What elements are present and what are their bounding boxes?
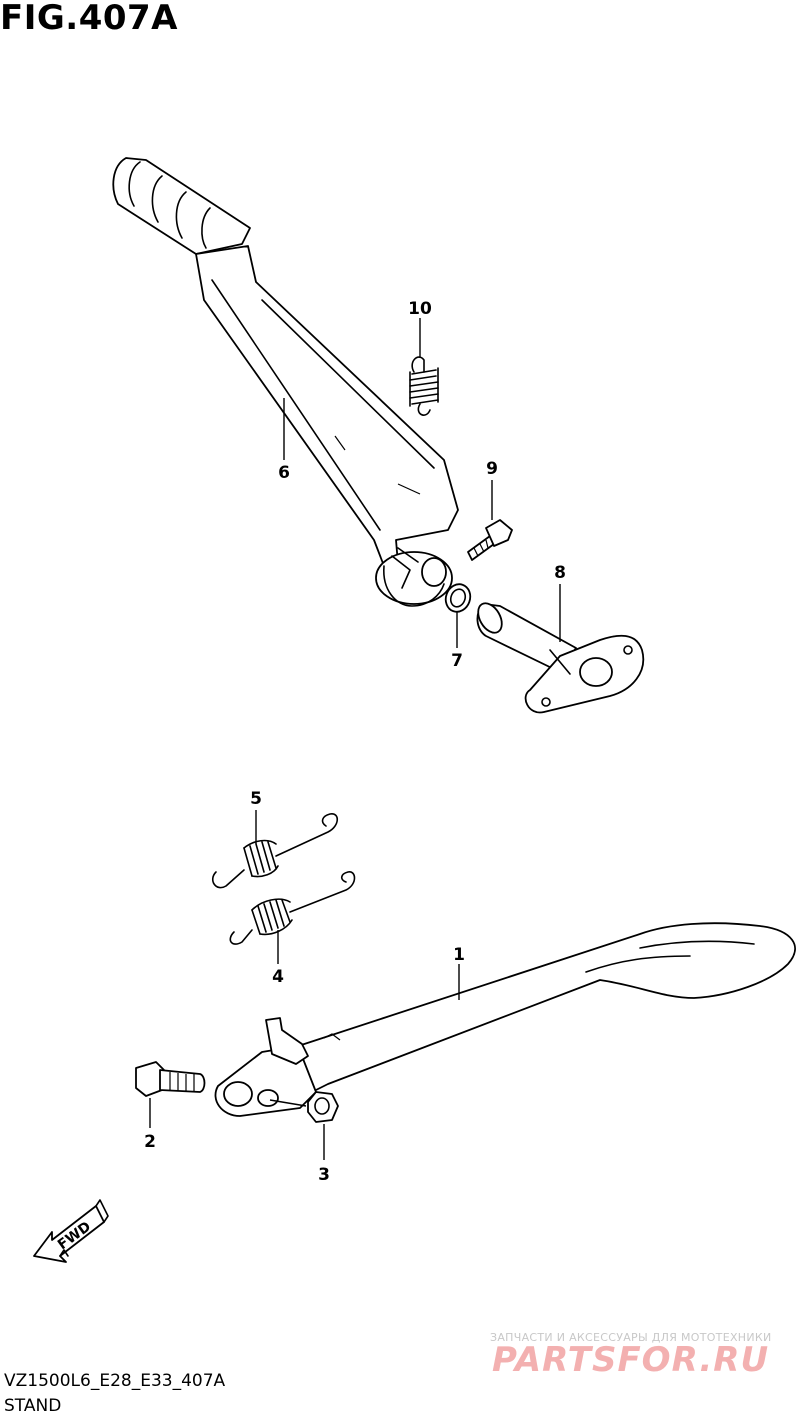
callout-5: 5 <box>250 789 262 809</box>
callout-numbers: 1 2 3 4 5 6 7 8 9 10 <box>144 299 566 1185</box>
part-10-spring <box>409 356 439 416</box>
callout-10: 10 <box>408 299 432 319</box>
watermark-tagline: ЗАПЧАСТИ И АКСЕССУАРЫ ДЛЯ МОТОТЕХНИКИ <box>490 1331 772 1344</box>
part-7-washer <box>444 583 472 613</box>
fwd-arrow-icon: FWD <box>33 1199 109 1263</box>
callout-9: 9 <box>486 459 498 479</box>
part-5-spring <box>211 813 339 889</box>
callout-2: 2 <box>144 1132 156 1152</box>
watermark-logo: PARTSFOR.RU <box>492 1340 770 1380</box>
leader-lines <box>149 318 561 1160</box>
callout-3: 3 <box>318 1165 330 1185</box>
callout-7: 7 <box>451 651 463 671</box>
callout-8: 8 <box>554 563 566 583</box>
part-4-spring <box>229 871 356 945</box>
figure-title: FIG.407A <box>0 0 178 38</box>
figure-caption: STAND <box>4 1396 62 1416</box>
callout-1: 1 <box>453 945 465 965</box>
part-3-nut <box>269 1091 339 1123</box>
model-code: VZ1500L6_E28_E33_407A <box>4 1371 226 1391</box>
part-1-side-stand <box>214 922 796 1117</box>
callout-4: 4 <box>272 967 284 987</box>
callout-6: 6 <box>278 463 290 483</box>
part-9-bolt <box>467 519 513 561</box>
part-2-bolt <box>135 1061 206 1097</box>
part-8-shaft <box>476 602 645 714</box>
part-6-lever <box>112 157 459 607</box>
